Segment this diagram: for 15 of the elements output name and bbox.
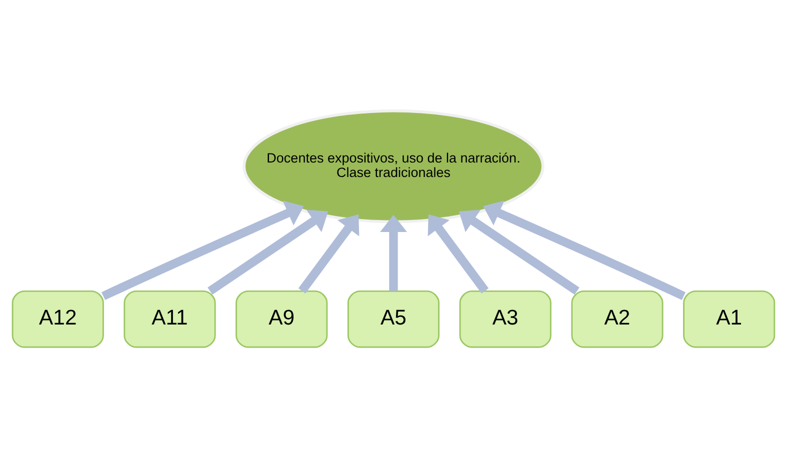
node-box: A5	[347, 290, 440, 348]
arrow	[483, 200, 686, 300]
arrow	[428, 214, 489, 293]
node-box: A12	[12, 290, 104, 348]
arrow	[101, 200, 304, 300]
arrow	[380, 214, 407, 290]
node-box: A2	[571, 290, 664, 348]
node-box: A11	[124, 290, 216, 348]
arrow	[458, 209, 580, 294]
node-ellipse: Docentes expositivos, uso de la narración. Clase tradicionales	[242, 108, 544, 223]
arrow	[298, 214, 360, 293]
node-box: A3	[459, 290, 552, 348]
node-box: A9	[236, 290, 328, 348]
arrow	[208, 209, 328, 294]
node-box: A1	[683, 290, 776, 348]
